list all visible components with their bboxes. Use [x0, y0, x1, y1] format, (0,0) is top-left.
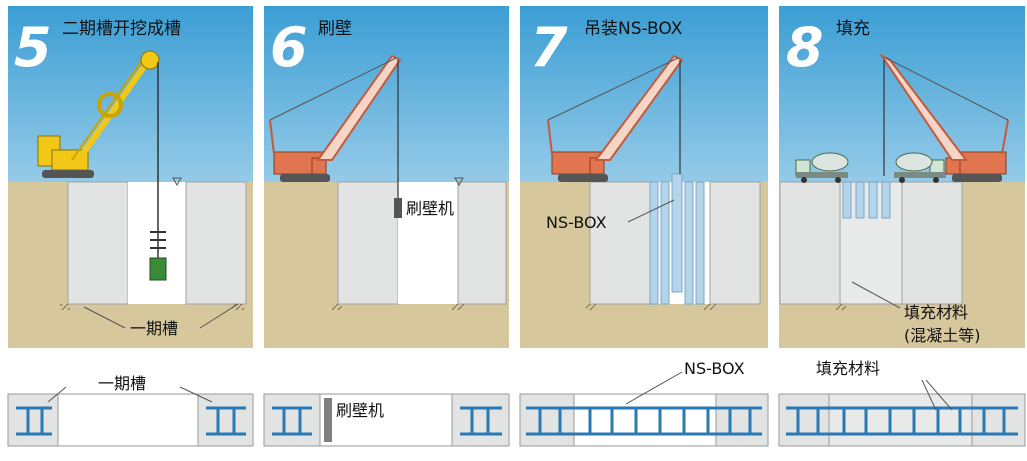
panel-step-8: 8 填充 填充材料 (混凝土等) — [779, 6, 1025, 348]
fill-material-label: 填充材料 — [904, 303, 968, 322]
ns-box-units — [649, 173, 705, 305]
ground-hatch — [60, 304, 70, 310]
leader-line — [925, 379, 953, 411]
mixer-truck — [795, 152, 849, 183]
mixer-truck — [894, 152, 946, 183]
wall-brush-device — [324, 398, 332, 442]
plan-fill-material-label: 填充材料 — [816, 359, 880, 378]
step-number: 8 — [786, 16, 824, 79]
ground-hatch — [950, 304, 962, 310]
phase1-wall — [901, 181, 963, 305]
leader-line — [921, 379, 937, 411]
wall-brush-device — [394, 198, 402, 218]
phase1-wall — [185, 181, 247, 305]
excavated-trench — [398, 182, 458, 304]
ground-hatch — [704, 304, 716, 310]
ground-hatch — [452, 304, 464, 310]
leader-line — [47, 386, 67, 403]
leader-line — [851, 281, 901, 309]
phase1-panel — [778, 393, 830, 447]
step-number: 5 — [14, 16, 52, 79]
phase1-panel — [971, 393, 1026, 447]
phase1-wall — [779, 181, 841, 305]
water-level-icon — [172, 177, 182, 187]
step-title: 刷壁 — [318, 19, 352, 39]
leader-line — [199, 303, 239, 329]
step-title: 吊装NS-BOX — [584, 19, 683, 39]
phase1-panel — [715, 393, 769, 447]
wall-brush-label: 刷壁机 — [406, 199, 454, 218]
panel-step-6: 6 刷壁 刷壁机 — [264, 6, 509, 348]
ground-hatch — [232, 304, 244, 310]
ns-box-chain — [526, 406, 762, 436]
ns-box-label: NS-BOX — [546, 213, 607, 232]
crawler-crane — [269, 54, 402, 208]
leader-line — [625, 371, 683, 405]
phase1-wall — [589, 181, 651, 305]
ns-box-tops — [842, 181, 891, 219]
phase1-wall — [67, 181, 129, 305]
plan-view-3: NS-BOX — [519, 359, 769, 447]
step-number: 6 — [270, 16, 308, 79]
rebar-cage — [272, 406, 502, 436]
plan-view-2: 刷壁机 — [263, 393, 510, 447]
fill-material-note: (混凝土等) — [904, 326, 981, 345]
phase1-wall — [457, 181, 507, 305]
phase1-panel — [197, 393, 254, 447]
leader-line — [179, 386, 213, 403]
crawler-crane — [547, 54, 684, 182]
step-title: 二期槽开挖成槽 — [62, 19, 181, 39]
phase1-panel — [451, 393, 510, 447]
leader-line — [83, 306, 126, 329]
ground-hatch — [332, 304, 342, 310]
ns-box-chain — [786, 406, 1018, 436]
rebar-cage — [16, 406, 246, 436]
yellow-crane — [37, 50, 160, 278]
plan-view-4: 填充材料 — [778, 359, 1026, 447]
step-title: 填充 — [836, 19, 870, 39]
ground-hatch — [836, 304, 846, 310]
excavated-trench — [128, 182, 186, 304]
water-level-icon — [454, 177, 464, 187]
phase1-panel — [519, 393, 575, 447]
leader-line — [627, 199, 675, 223]
plan-wall-brush-label: 刷壁机 — [336, 401, 384, 420]
phase1-trench-label: 一期槽 — [130, 319, 178, 338]
panel-step-5: 5 二期槽开挖成槽 一期槽 — [8, 6, 253, 348]
phase1-panel — [7, 393, 59, 447]
plan-view-1: 一期槽 — [7, 374, 254, 447]
step-number: 7 — [530, 16, 568, 79]
grab-bucket — [149, 231, 167, 281]
plan-phase1-label: 一期槽 — [98, 374, 146, 393]
plan-ns-box-label: NS-BOX — [684, 359, 745, 378]
phase1-wall — [709, 181, 761, 305]
phase1-wall — [337, 181, 399, 305]
panel-step-7: 7 吊装NS-BOX NS-BOX — [520, 6, 768, 348]
crawler-crane — [879, 53, 1009, 182]
phase1-panel — [263, 393, 321, 447]
ground-hatch — [586, 304, 596, 310]
